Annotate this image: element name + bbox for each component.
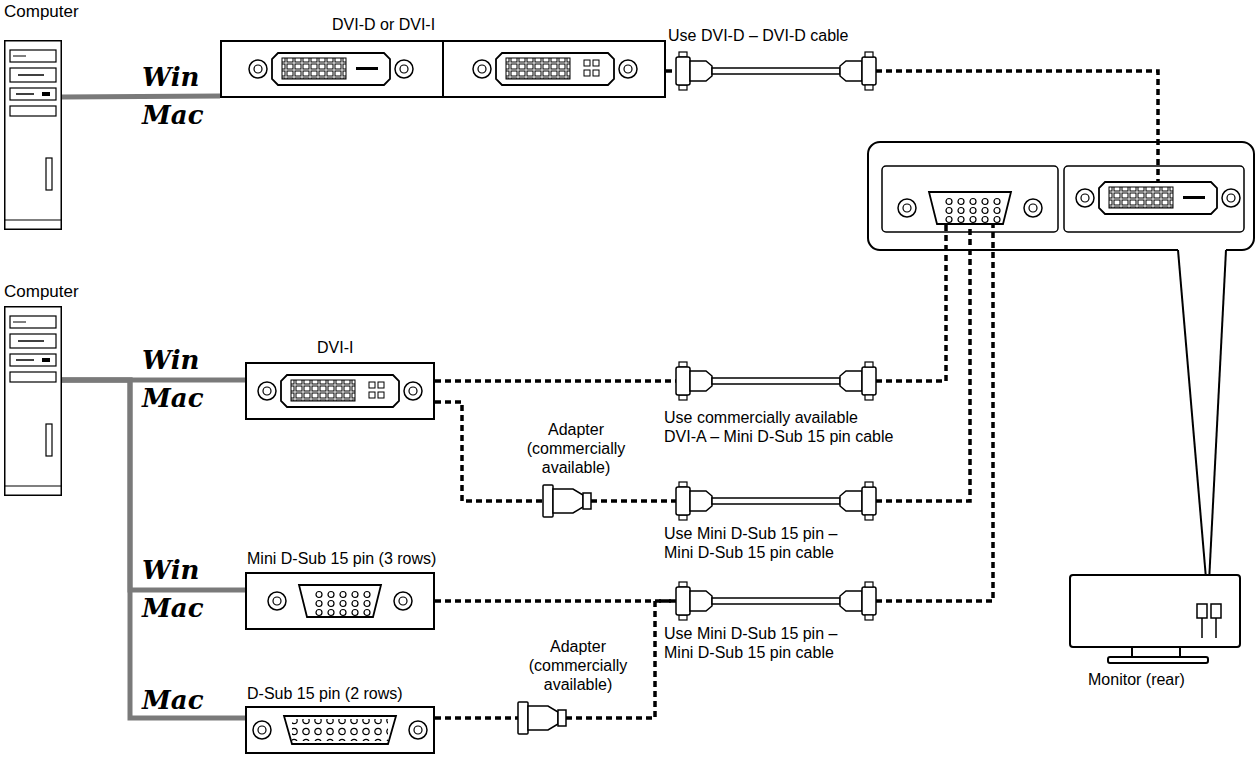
monitor-callout	[868, 142, 1254, 602]
cable-route	[876, 224, 970, 501]
os-logo: Mac	[142, 384, 203, 412]
node-label: Computer	[4, 282, 79, 301]
connector-panel: Mini D-Sub 15 pin (3 rows)	[245, 572, 435, 630]
node-label: Computer	[4, 2, 79, 21]
computer-link	[62, 380, 245, 718]
connector-panel: DVI-D or DVI-I	[220, 40, 666, 98]
os-logo: Win	[142, 346, 200, 374]
monitor-drawing	[1070, 575, 1240, 663]
adapter: Adapter (commercially available)	[543, 483, 591, 519]
os-logo: Win	[142, 63, 200, 91]
cable-route	[435, 716, 518, 720]
computer-tower: Computer	[4, 40, 62, 230]
connector-panel: D-Sub 15 pin (2 rows)	[245, 706, 435, 754]
node-label: Use DVI-D – DVI-D cable	[668, 26, 849, 45]
cable-route	[876, 224, 946, 381]
node-label: Mini D-Sub 15 pin (3 rows)	[247, 549, 436, 568]
cable-route	[876, 71, 1158, 182]
cable-route	[435, 379, 676, 383]
os-logo: Mac	[142, 594, 203, 622]
connector-panel: DVI-I	[245, 362, 435, 420]
cable: Use commercially available DVI-A – Mini …	[676, 362, 876, 400]
os-logo: Mac	[142, 101, 203, 129]
node-label: Use Mini D-Sub 15 pin – Mini D-Sub 15 pi…	[664, 524, 838, 562]
monitor: Monitor (rear)	[866, 140, 1256, 665]
cable: Use Mini D-Sub 15 pin – Mini D-Sub 15 pi…	[676, 482, 876, 520]
node-label: DVI-D or DVI-I	[332, 15, 435, 34]
vga-port	[268, 585, 412, 617]
computer-link	[62, 380, 245, 590]
adapter-drawing	[518, 485, 591, 734]
computer-link	[62, 96, 220, 97]
node-label: D-Sub 15 pin (2 rows)	[247, 684, 403, 703]
adapter: Adapter (commercially available)	[518, 700, 566, 736]
node-label: Adapter (commercially available)	[521, 420, 631, 477]
node-label: Use commercially available DVI-A – Mini …	[664, 408, 894, 446]
cable: Use Mini D-Sub 15 pin – Mini D-Sub 15 pi…	[676, 582, 876, 620]
node-label: DVI-I	[317, 338, 353, 357]
cable-route	[591, 499, 676, 503]
node-label: Monitor (rear)	[1088, 670, 1185, 689]
cable-route	[666, 69, 676, 73]
node-label: Use Mini D-Sub 15 pin – Mini D-Sub 15 pi…	[664, 624, 838, 662]
cable-route	[435, 599, 676, 603]
dvi-ports	[249, 40, 637, 407]
cable-route	[876, 224, 993, 601]
node-label: Adapter (commercially available)	[523, 637, 633, 694]
computer-tower	[4, 41, 62, 230]
os-logo: Mac	[142, 686, 203, 714]
dsub-port	[253, 716, 427, 744]
computer-tower	[4, 307, 62, 496]
computer-tower: Computer	[4, 306, 62, 496]
cable: Use DVI-D – DVI-D cable	[676, 52, 876, 90]
os-logo: Win	[142, 556, 200, 584]
